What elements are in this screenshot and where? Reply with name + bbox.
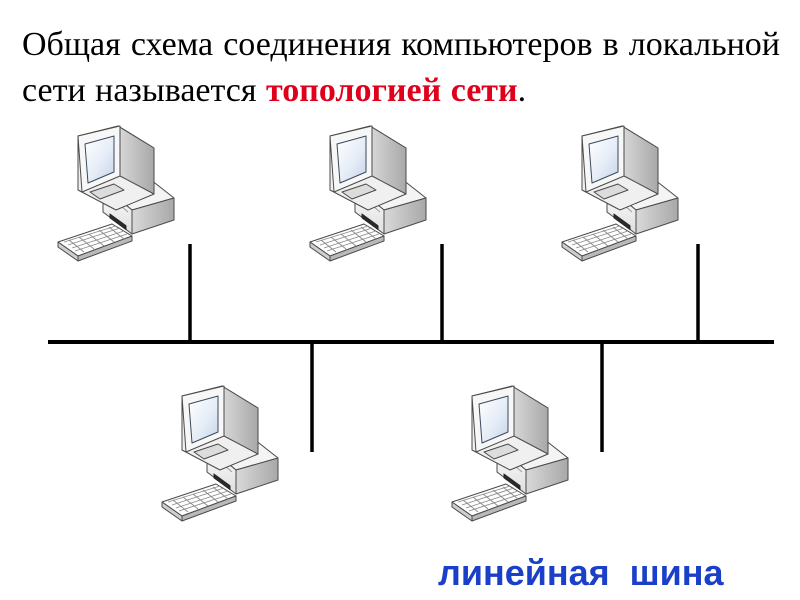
heading-text: Общая схема соединения компьютеров в лок…	[22, 26, 780, 109]
desktop-computer-icon	[561, 125, 679, 262]
slide-heading: Общая схема соединения компьютеров в лок…	[22, 22, 780, 114]
heading-highlight: топологией сети	[266, 72, 518, 109]
desktop-computer-icon	[57, 125, 175, 262]
desktop-computer-icon	[309, 125, 427, 262]
desktop-computer-icon	[451, 385, 569, 522]
heading-period: .	[517, 72, 527, 109]
desktop-computer-icon	[161, 385, 279, 522]
topology-caption: линейная шина	[438, 552, 724, 593]
